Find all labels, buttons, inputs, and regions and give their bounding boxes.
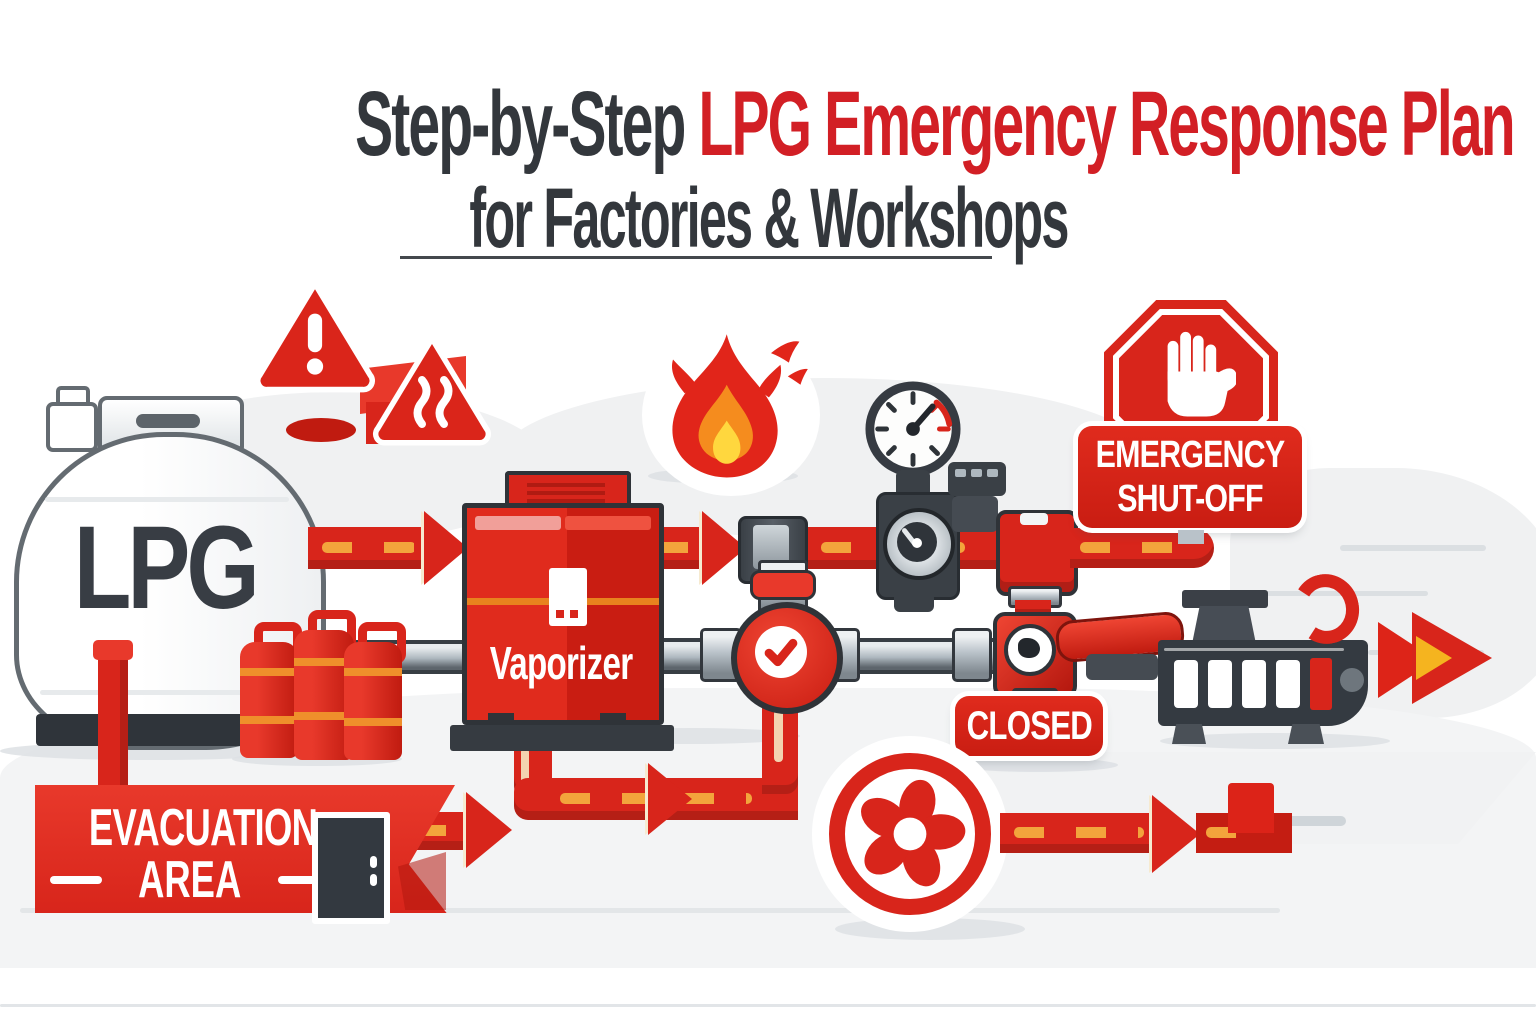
arrow-chevron xyxy=(1416,636,1452,680)
flow-band-fan xyxy=(1000,813,1158,853)
pipe-line xyxy=(1282,816,1346,826)
machine-leg xyxy=(1288,724,1324,744)
poster-subtitle: for Factories & Workshops xyxy=(468,171,1069,265)
regulator-side-block xyxy=(948,462,1006,496)
evacuation-label-line2: AREA xyxy=(40,850,340,910)
flow-band-tank-vaporizer xyxy=(308,527,430,569)
tank-cap-slot xyxy=(136,414,200,428)
vaporizer-base xyxy=(450,725,674,751)
regulator-side-block xyxy=(952,496,998,532)
emergency-shutoff-sign: EMERGENCY SHUT-OFF xyxy=(1078,426,1302,528)
regulator-foot xyxy=(894,592,934,612)
closed-valve-connector xyxy=(1086,654,1172,680)
pipe-flange xyxy=(952,628,992,682)
check-valve-collar xyxy=(750,570,816,600)
stop-hand-icon xyxy=(1167,331,1236,417)
machine-knob xyxy=(1340,668,1364,692)
evacuation-pipe-cap xyxy=(93,640,133,660)
title-highlight: LPG Emergency Response Plan xyxy=(698,73,1516,175)
closed-valve-dial xyxy=(1004,624,1056,676)
flow-riser xyxy=(1228,783,1274,833)
pipe-highlight xyxy=(521,748,529,790)
flow-arrowhead xyxy=(648,763,692,835)
tank-band xyxy=(40,690,292,695)
speed-line xyxy=(1262,591,1428,596)
vaporizer-label: Vaporizer xyxy=(489,637,633,689)
speed-line xyxy=(1340,545,1486,551)
tank-band xyxy=(45,497,289,502)
flow-arrowhead xyxy=(424,511,468,585)
red-ribbon-base xyxy=(286,418,356,442)
ground-line xyxy=(0,1004,1536,1007)
pipe-highlight xyxy=(774,710,783,762)
fan-icon xyxy=(829,753,991,915)
ground-line xyxy=(20,908,1280,913)
gas-cylinder xyxy=(344,642,402,760)
pressure-gauge-icon xyxy=(865,381,961,477)
shadow xyxy=(1160,733,1390,749)
check-valve-icon xyxy=(731,602,843,714)
shadow xyxy=(958,758,1118,772)
gas-cylinder xyxy=(240,642,298,758)
machine-duct xyxy=(1192,606,1256,644)
tank-label: LPG xyxy=(73,502,260,634)
flow-arrowhead xyxy=(1152,795,1200,873)
sign-post xyxy=(1178,530,1204,544)
warning-triangle-icon xyxy=(255,283,375,393)
machine-leg xyxy=(1172,724,1206,744)
shutoff-fitting-notch xyxy=(1020,513,1048,525)
tank-nozzle xyxy=(46,402,98,452)
heat-warning-icon xyxy=(373,338,491,446)
evacuation-pipe xyxy=(98,648,128,798)
title-underline xyxy=(400,256,992,259)
evacuation-label-line1: EVACUATION xyxy=(88,799,318,857)
machine-duct-cap xyxy=(1182,590,1268,608)
closed-sign: CLOSED xyxy=(955,696,1103,756)
poster-title: Step-by-Step LPG Emergency Response Plan xyxy=(0,72,1536,177)
fire-icon xyxy=(671,334,808,478)
machine-red-slot xyxy=(1310,658,1332,710)
regulator-hub xyxy=(912,538,922,548)
title-prefix: Step-by-Step xyxy=(355,73,686,175)
vaporizer-label-plate xyxy=(549,568,587,626)
exit-door-icon xyxy=(312,812,390,924)
label-dash xyxy=(277,876,330,884)
factory-machine xyxy=(1158,640,1368,726)
vaporizer-unit xyxy=(462,503,664,725)
flow-arrowhead xyxy=(466,792,512,868)
label-dash xyxy=(50,876,103,884)
